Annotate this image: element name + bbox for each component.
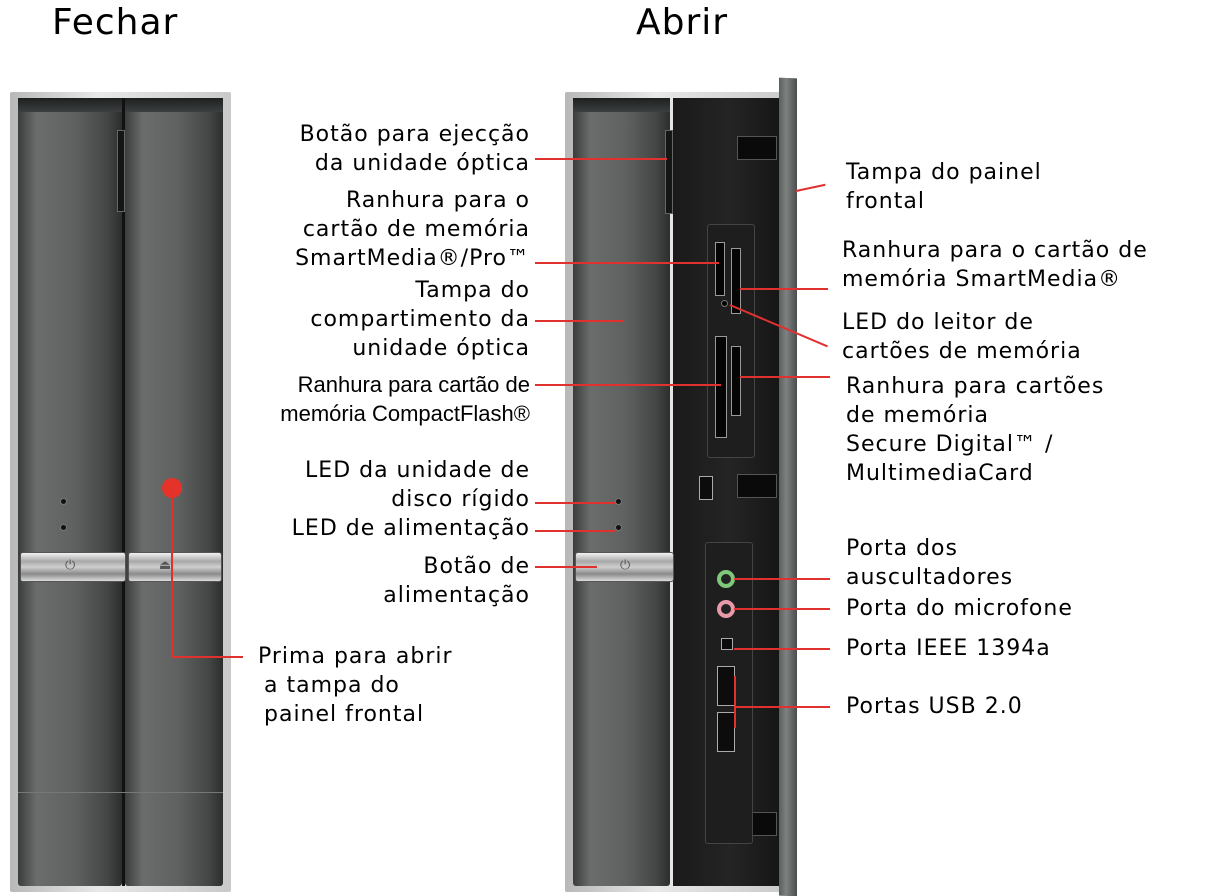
open-power-led <box>615 524 622 531</box>
hdd-led-label: LED da unidade de disco rígido <box>305 458 530 512</box>
closed-optical-bay <box>18 98 122 886</box>
press-open-label: Prima para abrir a tampa do painel front… <box>258 644 453 727</box>
smartmedia-label: Ranhura para o cartão de memória SmartMe… <box>842 238 1148 292</box>
open-hdd-led <box>615 498 622 505</box>
open-pc-front: ⏻ <box>565 77 810 896</box>
headphone-label: Porta dos auscultadores <box>846 536 1014 590</box>
mic-jack[interactable] <box>717 600 735 618</box>
closed-pc-front: ⏻ ⏏ <box>10 92 231 892</box>
compactflash-slot[interactable] <box>715 336 727 438</box>
usb-port-2[interactable] <box>717 712 735 752</box>
optical-drive-cover <box>573 98 670 886</box>
ieee1394-label: Porta IEEE 1394a <box>846 636 1051 661</box>
card-led-label: LED do leitor de cartões de memória <box>842 310 1082 364</box>
power-icon: ⏻ <box>620 558 631 573</box>
front-panel-cover[interactable] <box>779 77 797 896</box>
power-icon: ⏻ <box>65 558 76 573</box>
power-button[interactable]: ⏻ <box>575 552 674 582</box>
open-cover-button[interactable]: ⏏ <box>128 552 222 582</box>
smartmedia-pro-slot[interactable] <box>715 242 725 296</box>
card-reader-led <box>721 300 728 307</box>
headphone-jack[interactable] <box>717 570 735 588</box>
power-led-indicator <box>60 524 67 531</box>
optical-cover-label: Tampa do compartimento da unidade óptica <box>310 278 530 361</box>
compactflash-label: Ranhura para cartão de memória CompactFl… <box>280 372 530 426</box>
sd-mmc-slot[interactable] <box>731 346 741 416</box>
sd-mmc-label: Ranhura para cartões de memória Secure D… <box>846 374 1105 486</box>
smartmedia-pro-label: Ranhura para o cartão de memória SmartMe… <box>295 188 530 271</box>
optical-eject-button[interactable] <box>665 130 673 214</box>
power-button-closed[interactable]: ⏻ <box>20 552 126 582</box>
mic-label: Porta do microfone <box>846 596 1073 621</box>
smartmedia-slot[interactable] <box>731 248 741 314</box>
optical-eject-label: Botão para ejecção da unidade óptica <box>299 122 530 176</box>
eject-icon: ⏏ <box>159 558 172 573</box>
eject-slot <box>117 130 125 212</box>
power-led-label: LED de alimentação <box>291 516 530 541</box>
closed-view-title: Fechar <box>52 2 179 43</box>
ieee1394-port[interactable] <box>721 638 733 650</box>
usb-label: Portas USB 2.0 <box>846 694 1023 719</box>
usb-port-1[interactable] <box>717 666 735 706</box>
front-cover-label: Tampa do painel frontal <box>846 160 1042 214</box>
hdd-led-indicator <box>60 498 67 505</box>
open-view-title: Abrir <box>636 2 729 43</box>
power-button-label: Botão de alimentação <box>383 554 530 608</box>
